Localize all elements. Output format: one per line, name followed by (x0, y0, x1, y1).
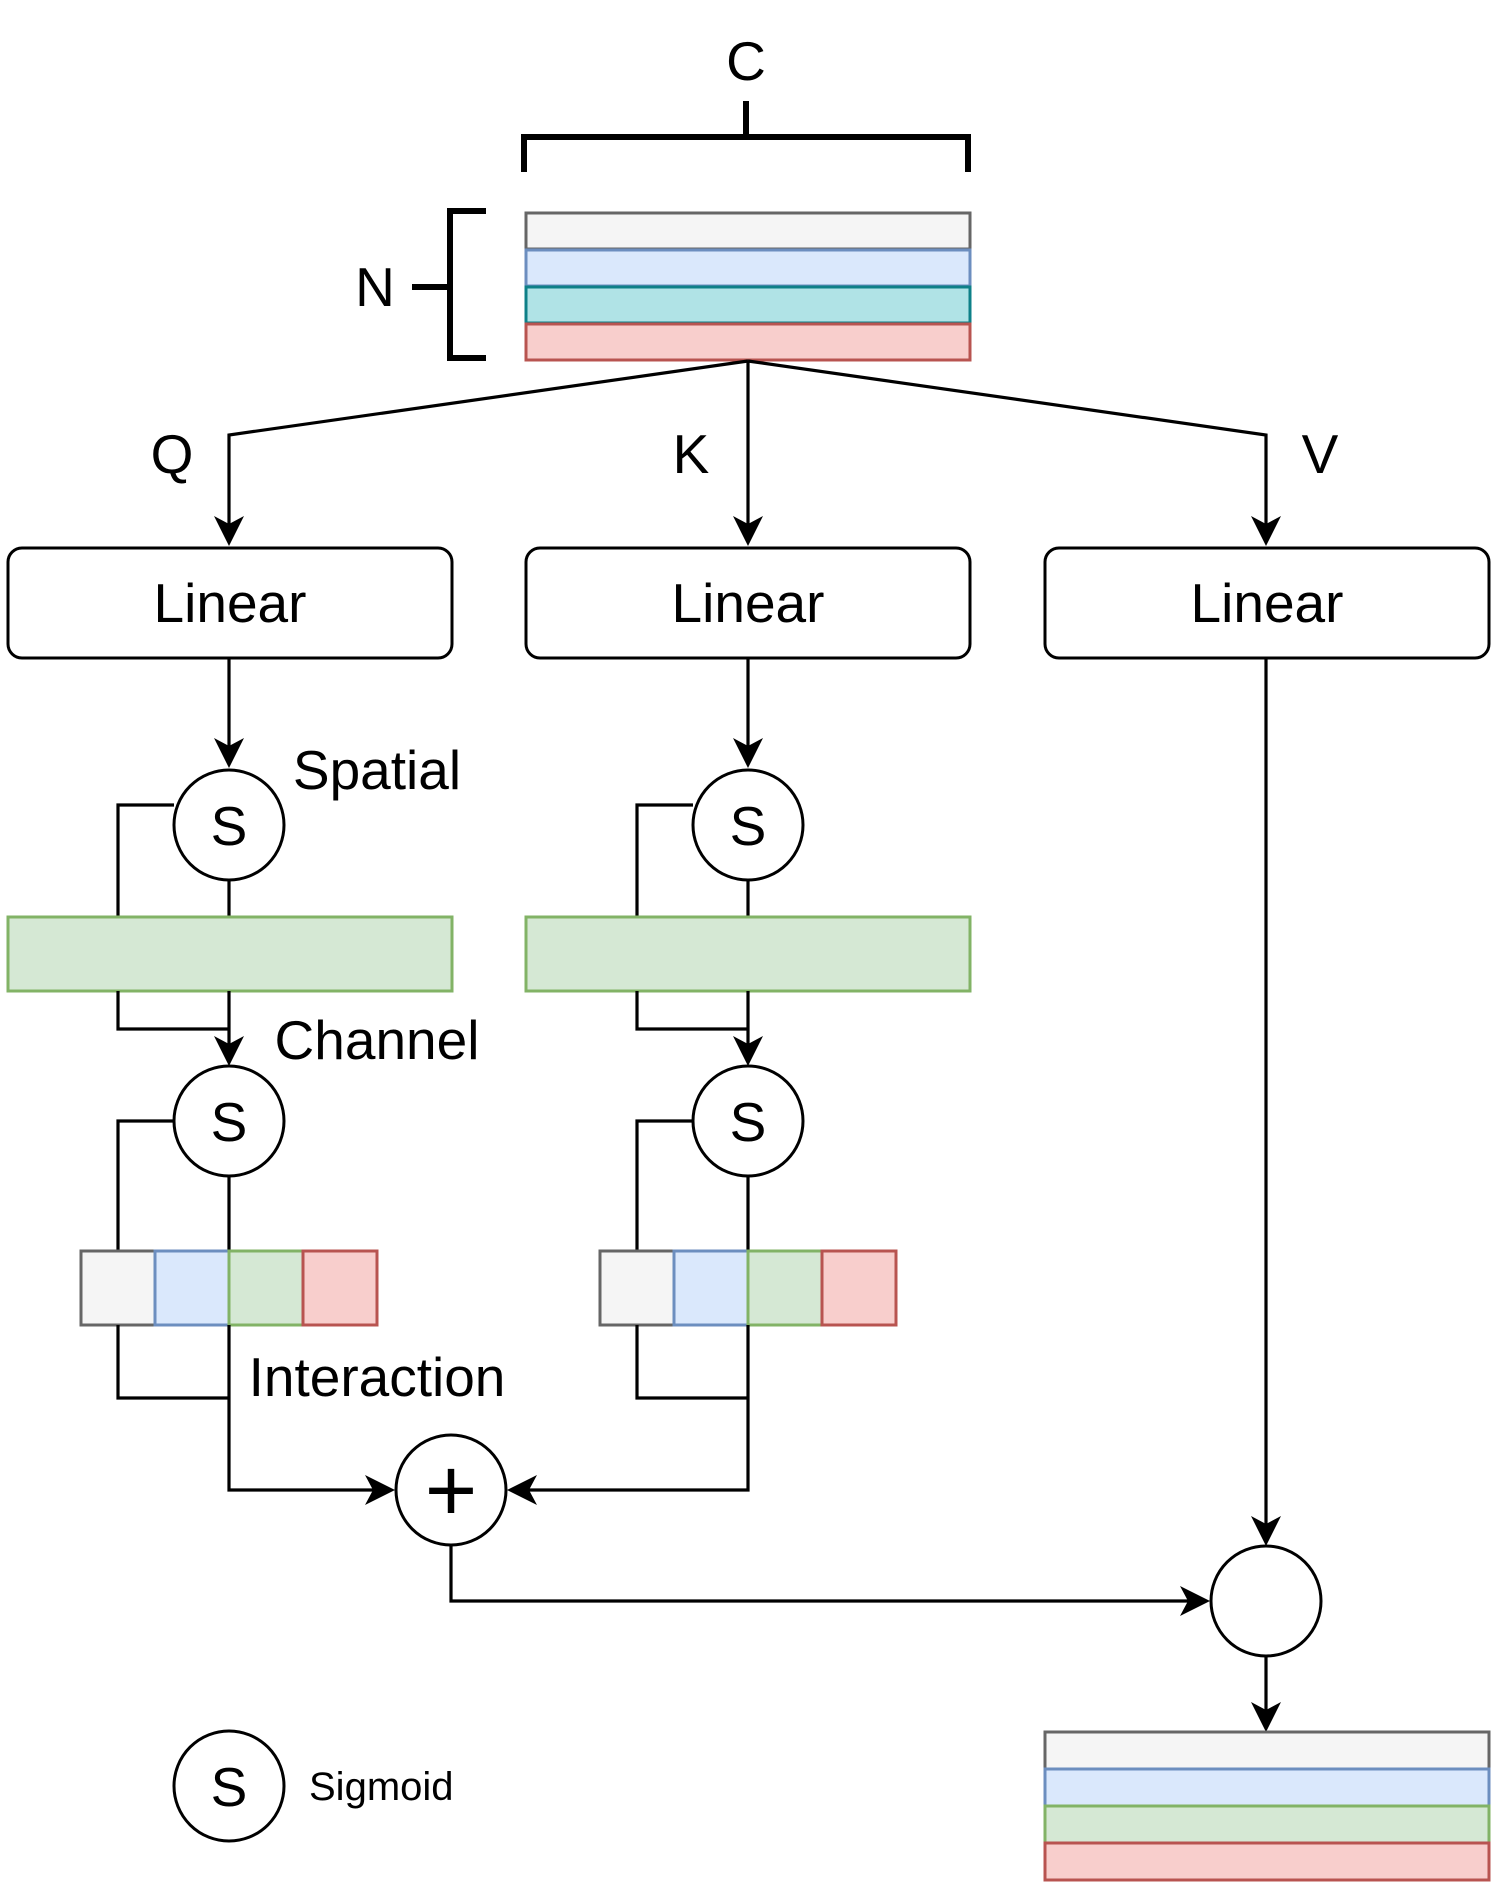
q-map-left-wire (116, 991, 229, 1031)
spatial-label: Spatial (293, 739, 461, 801)
q-channel-sigmoid-label: S (211, 1091, 248, 1153)
q-arrowhead (214, 516, 244, 546)
q-spatial-map (6, 915, 454, 993)
q-vec-left-wire (116, 1325, 229, 1400)
k-chan-cell-blue (672, 1249, 750, 1327)
q-s1-left-wire (116, 803, 174, 917)
q-to-plus-wire (227, 1325, 375, 1492)
legend-sigmoid-symbol (172, 1729, 286, 1843)
q-s2-arrowhead (214, 1036, 244, 1066)
input-row-red (524, 322, 972, 362)
channel-label: Channel (275, 1009, 480, 1071)
k-channel-vector (598, 1249, 898, 1327)
q-s2-left-wire (116, 1119, 174, 1251)
output-row-green (1043, 1804, 1491, 1845)
q-channel-vector (79, 1249, 379, 1327)
interaction-label: Interaction (249, 1346, 506, 1408)
k-map-left-wire (635, 991, 748, 1031)
output-row-gray (1043, 1730, 1491, 1771)
input-row-gray (524, 211, 972, 251)
k-to-plus-wire (525, 1325, 750, 1492)
v-wire (747, 359, 1268, 526)
k-s1-arrowhead (733, 738, 763, 768)
legend-sigmoid-text: Sigmoid (309, 1765, 454, 1809)
k-s1-left-wire (635, 803, 693, 917)
mult-top-arrowhead (1251, 1516, 1281, 1546)
input-tensor (524, 211, 972, 362)
k-s2-left-wire (635, 1119, 693, 1251)
k-arrowhead (733, 516, 763, 546)
k-channel-sigmoid-label: S (730, 1091, 767, 1153)
k-spatial-map (524, 915, 972, 993)
k-chan-cell-green (746, 1249, 824, 1327)
v-arrowhead (1251, 516, 1281, 546)
v-label: V (1302, 423, 1339, 485)
q-plus-arrowhead (365, 1475, 395, 1505)
legend-sigmoid-symbol-label: S (211, 1756, 248, 1818)
k-s2-arrowhead (733, 1036, 763, 1066)
output-row-red (1043, 1841, 1491, 1882)
n-bracket (412, 208, 486, 361)
q-spatial-sigmoid-label: S (211, 795, 248, 857)
plus-to-mult-wire (449, 1545, 1190, 1603)
output-row-blue (1043, 1767, 1491, 1808)
k-vec-left-wire (635, 1325, 748, 1400)
combine-node (1209, 1544, 1323, 1658)
output-arrowhead (1251, 1702, 1281, 1732)
k-label: K (673, 423, 710, 485)
q-wire (227, 359, 749, 526)
mult-left-arrowhead (1180, 1586, 1210, 1616)
k-chan-cell-red (820, 1249, 898, 1327)
c-bracket (521, 101, 971, 172)
input-row-teal (524, 285, 972, 325)
input-row-blue (524, 248, 972, 288)
k-chan-cell-gray (598, 1249, 676, 1327)
q-s1-arrowhead (214, 738, 244, 768)
linear-q-label: Linear (154, 572, 307, 634)
linear-k-label: Linear (672, 572, 825, 634)
q-chan-cell-red (301, 1249, 379, 1327)
add-node-symbol: + (425, 1441, 478, 1541)
k-spatial-sigmoid-label: S (730, 795, 767, 857)
q-chan-cell-green (227, 1249, 305, 1327)
output-tensor (1043, 1730, 1491, 1882)
q-chan-cell-blue (153, 1249, 231, 1327)
linear-v-label: Linear (1191, 572, 1344, 634)
q-chan-cell-gray (79, 1249, 157, 1327)
n-label: N (355, 256, 395, 318)
q-label: Q (151, 423, 194, 485)
c-label: C (726, 30, 766, 92)
k-plus-arrowhead (507, 1475, 537, 1505)
